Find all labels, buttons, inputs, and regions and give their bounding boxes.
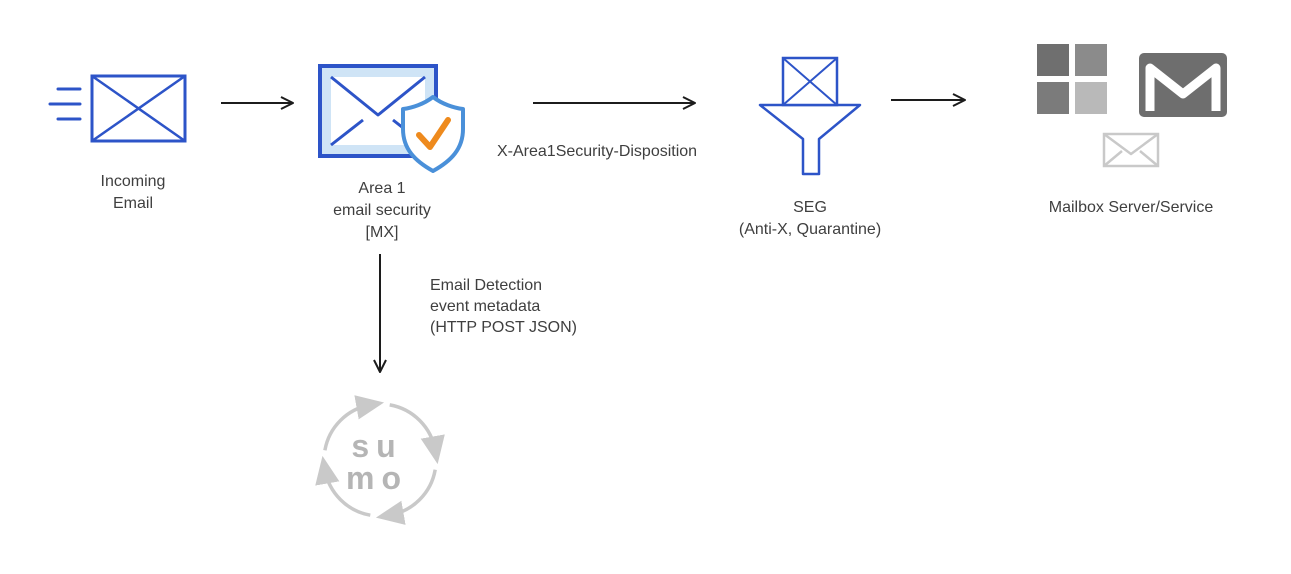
- sumo-logo-text-line2: mo: [346, 460, 408, 496]
- arrow-incoming-to-area1: [221, 95, 295, 111]
- arrow-area1-to-sumo: [372, 254, 388, 374]
- detection-edge-label: Email Detection event metadata (HTTP POS…: [430, 277, 577, 336]
- area1-email-security-icon: [318, 64, 468, 176]
- sumo-logic-logo: su mo: [313, 393, 447, 527]
- arrow-seg-to-mailbox: [891, 92, 967, 108]
- seg-funnel-icon: [756, 56, 866, 178]
- arrow-area1-to-seg: [533, 95, 697, 111]
- small-envelope-icon: [1102, 127, 1160, 169]
- microsoft-logo-icon: [1037, 44, 1107, 114]
- disposition-edge-label: X-Area1Security-Disposition: [497, 143, 698, 160]
- incoming-email-label: Incoming Email: [100, 173, 166, 212]
- shield-check-icon: [401, 95, 465, 173]
- mailbox-label: Mailbox Server/Service: [1048, 199, 1214, 216]
- area1-label: Area 1 email security [MX]: [333, 180, 431, 241]
- gmail-icon: [1139, 53, 1227, 117]
- incoming-email-icon: [48, 73, 188, 145]
- sumo-logo-text-line1: su: [351, 428, 402, 464]
- seg-label: SEG (Anti-X, Quarantine): [738, 199, 882, 238]
